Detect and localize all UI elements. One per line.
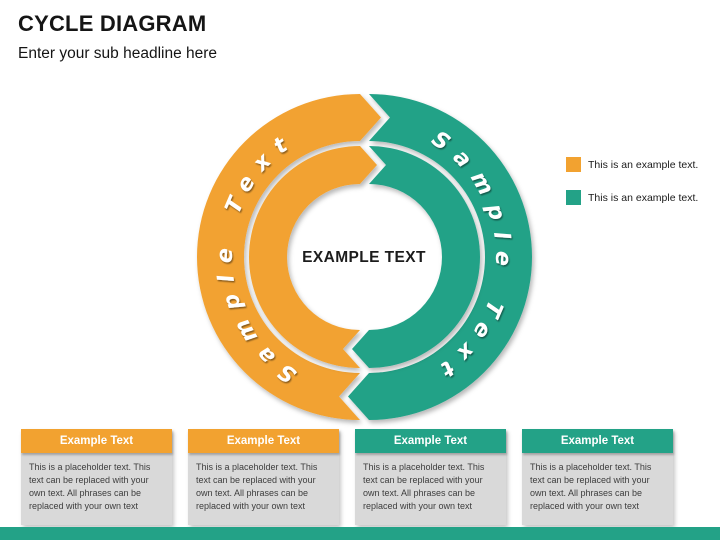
footer-accent-bar <box>0 527 720 540</box>
card-header: Example Text <box>355 429 506 453</box>
center-label: EXAMPLE TEXT <box>302 249 426 266</box>
card: Example Text This is a placeholder text.… <box>188 429 339 525</box>
card: Example Text This is a placeholder text.… <box>355 429 506 525</box>
card-header: Example Text <box>21 429 172 453</box>
legend-swatch-teal <box>566 190 581 205</box>
legend-item: This is an example text. <box>566 190 698 205</box>
card-body: This is a placeholder text. This text ca… <box>29 462 151 511</box>
inner-ring-right-segment <box>352 146 480 368</box>
legend-swatch-orange <box>566 157 581 172</box>
card-body: This is a placeholder text. This text ca… <box>530 462 652 511</box>
card-body: This is a placeholder text. This text ca… <box>363 462 485 511</box>
card: Example Text This is a placeholder text.… <box>21 429 172 525</box>
page-subtitle: Enter your sub headline here <box>18 45 218 62</box>
legend-label: This is an example text. <box>588 191 699 204</box>
card-body: This is a placeholder text. This text ca… <box>196 462 318 511</box>
inner-ring-left-segment <box>249 146 377 368</box>
card-header: Example Text <box>522 429 673 453</box>
outer-ring-right-segment <box>348 94 532 420</box>
outer-ring-left-segment <box>197 94 381 420</box>
card-header: Example Text <box>188 429 339 453</box>
legend-item: This is an example text. <box>566 157 698 172</box>
page-title: CYCLE DIAGRAM <box>18 11 207 36</box>
card: Example Text This is a placeholder text.… <box>522 429 673 525</box>
legend-label: This is an example text. <box>588 158 699 171</box>
